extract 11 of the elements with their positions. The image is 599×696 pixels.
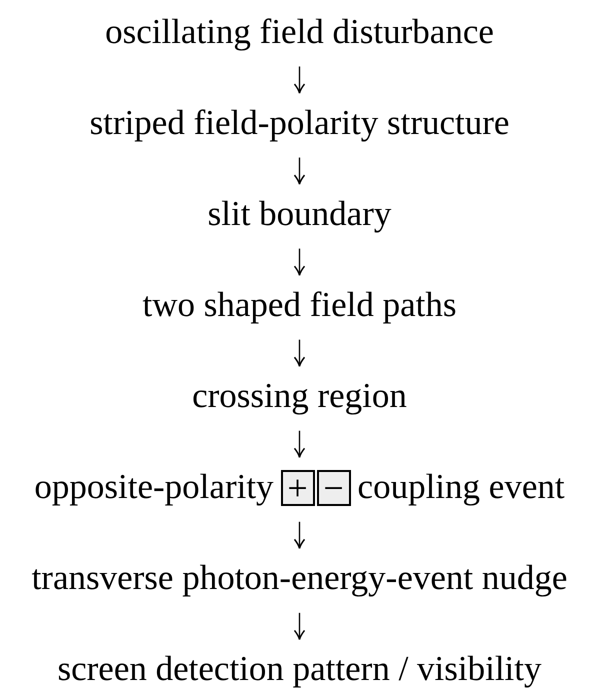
step-text: opposite-polarity (34, 466, 274, 508)
step-text: transverse photon-energy-event nudge (32, 552, 568, 605)
step-text: slit boundary (208, 188, 392, 241)
step-text: screen detection pattern / visibility (57, 643, 542, 696)
step-text: two shaped field paths (142, 279, 456, 332)
step-text: oscillating field disturbance (105, 6, 494, 58)
sign-box: + (280, 470, 315, 506)
step-text: crossing region (192, 370, 407, 423)
sign-box: − (316, 470, 351, 506)
step-text: coupling event (358, 466, 565, 508)
step-text: striped field-polarity structure (90, 97, 510, 150)
